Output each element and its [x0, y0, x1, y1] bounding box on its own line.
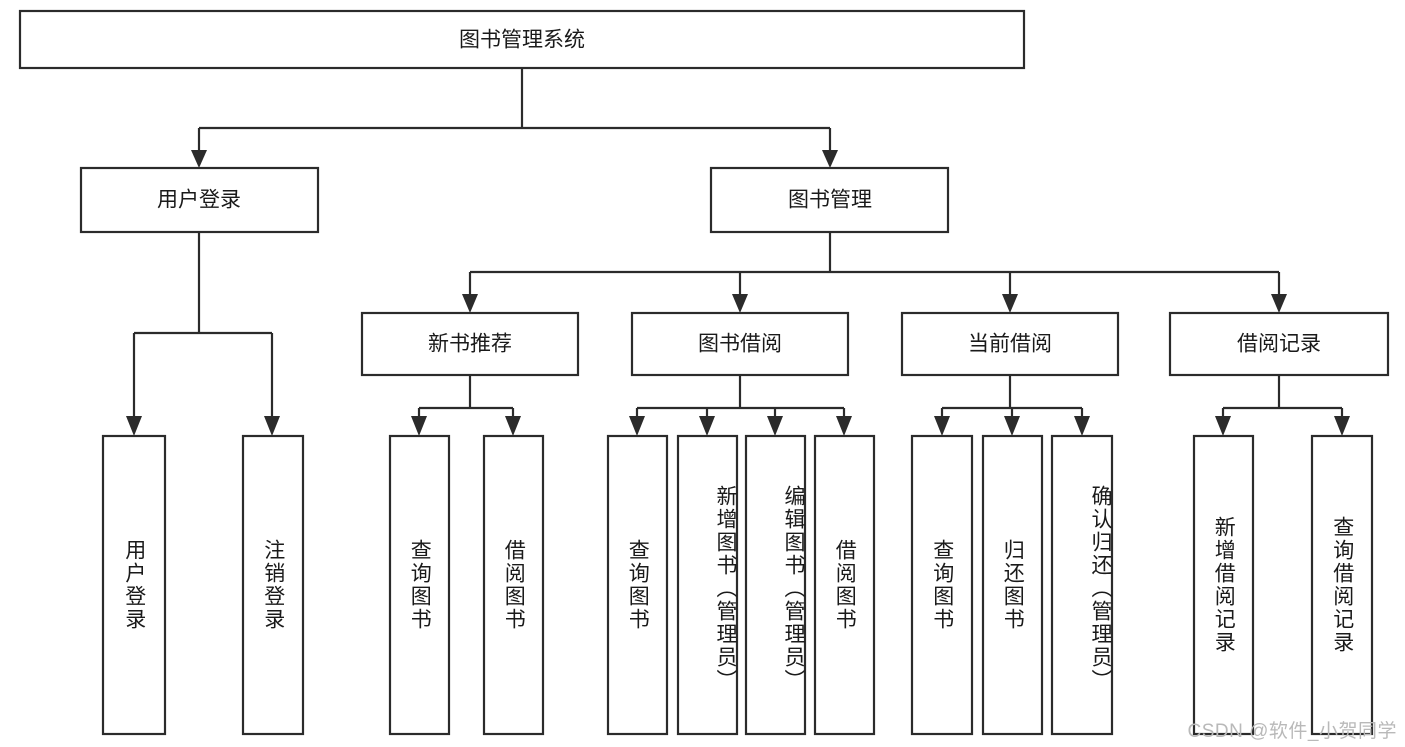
node-leaf-return-book[interactable]	[981, 434, 1044, 736]
node-new-book-rec[interactable]	[360, 311, 580, 377]
arrow-head-icon	[699, 416, 715, 436]
node-borrow-record-label: 借阅记录	[1237, 333, 1321, 356]
arrow-head-icon	[411, 416, 427, 436]
connector-borrowrecord-to-leaves	[1215, 375, 1350, 436]
arrow-head-icon	[505, 416, 521, 436]
node-current-borrow-label: 当前借阅	[968, 333, 1052, 356]
node-leaf-query-book-2[interactable]	[606, 434, 669, 736]
node-root-label: 图书管理系统	[459, 29, 585, 52]
arrow-head-icon	[732, 294, 748, 313]
node-book-manage-label: 图书管理	[788, 189, 872, 212]
arrow-head-icon	[264, 416, 280, 436]
node-root[interactable]	[18, 9, 1026, 70]
node-leaf-borrow-book-2[interactable]	[813, 434, 876, 736]
arrow-head-icon	[1004, 416, 1020, 436]
arrow-head-icon	[822, 150, 838, 168]
node-current-borrow[interactable]	[900, 311, 1120, 377]
node-new-book-rec-label: 新书推荐	[428, 333, 512, 356]
arrow-head-icon	[1002, 294, 1018, 313]
node-leaf-logout[interactable]	[241, 434, 305, 736]
node-leaf-query-record[interactable]	[1310, 434, 1374, 736]
connector-currentborrow-to-leaves	[934, 375, 1090, 436]
arrow-head-icon	[126, 416, 142, 436]
connector-userlogin-to-leaves	[126, 232, 280, 436]
arrow-head-icon	[836, 416, 852, 436]
arrow-head-icon	[462, 294, 478, 313]
arrow-head-icon	[1271, 294, 1287, 313]
node-user-login[interactable]	[79, 166, 320, 234]
arrow-head-icon	[767, 416, 783, 436]
arrow-head-icon	[1215, 416, 1231, 436]
watermark: CSDN @软件_小贺同学	[1187, 721, 1397, 742]
connector-root-to-level1	[191, 68, 838, 168]
node-book-manage[interactable]	[709, 166, 950, 234]
arrow-head-icon	[191, 150, 207, 168]
node-leaf-borrow-book-1[interactable]	[482, 434, 545, 736]
node-book-borrow[interactable]	[630, 311, 850, 377]
node-leaf-add-book[interactable]	[676, 434, 739, 736]
connector-bookborrow-to-leaves	[629, 375, 852, 436]
arrow-head-icon	[934, 416, 950, 436]
node-leaf-add-record[interactable]	[1192, 434, 1255, 736]
arrow-head-icon	[1334, 416, 1350, 436]
node-borrow-record[interactable]	[1168, 311, 1390, 377]
node-leaf-query-book-1[interactable]	[388, 434, 451, 736]
node-user-login-label: 用户登录	[157, 189, 241, 212]
node-leaf-edit-book[interactable]	[744, 434, 807, 736]
arrow-head-icon	[1074, 416, 1090, 436]
node-leaf-query-book-3[interactable]	[910, 434, 974, 736]
connector-newbookrec-to-leaves	[411, 375, 521, 436]
connector-bookmanage-to-level2	[462, 232, 1287, 313]
node-leaf-user-login[interactable]	[101, 434, 167, 736]
arrow-head-icon	[629, 416, 645, 436]
node-leaf-confirm-return[interactable]	[1050, 434, 1114, 736]
node-book-borrow-label: 图书借阅	[698, 333, 782, 356]
